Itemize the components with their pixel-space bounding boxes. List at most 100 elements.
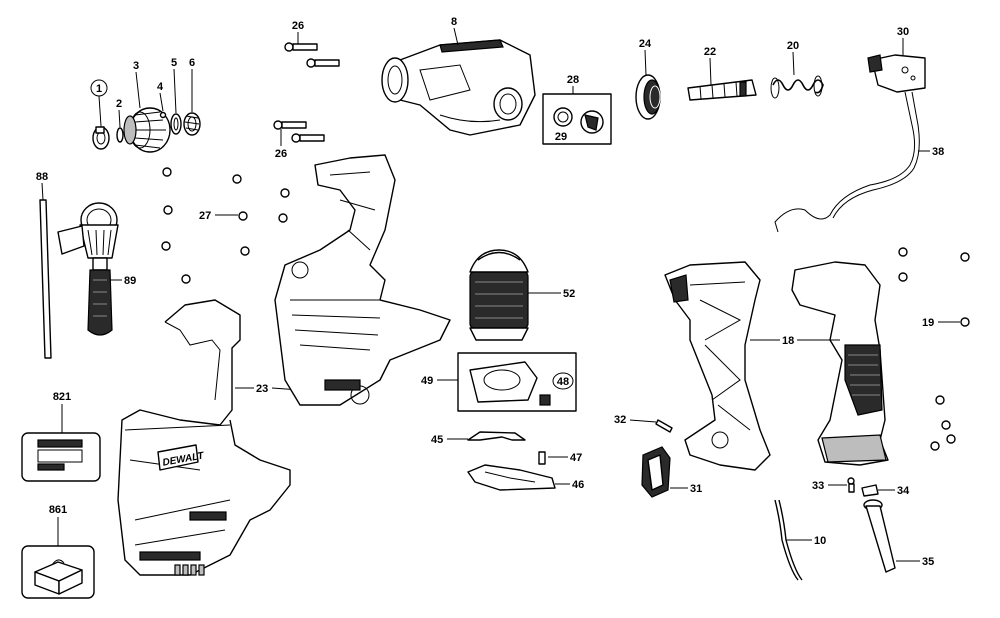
part-26-screws-top[interactable] bbox=[284, 42, 340, 68]
callout-35-label: 35 bbox=[922, 556, 934, 568]
callout-20: 20 bbox=[787, 40, 799, 76]
callout-2: 2 bbox=[116, 98, 122, 128]
part-45-clip[interactable] bbox=[467, 431, 526, 441]
part-32-pin[interactable] bbox=[655, 419, 673, 433]
part-22-shaft[interactable] bbox=[687, 79, 757, 101]
part-31-trigger[interactable] bbox=[641, 446, 671, 498]
callout-47-label: 47 bbox=[570, 452, 582, 464]
callout-861: 861 bbox=[49, 504, 67, 546]
callout-30-label: 30 bbox=[897, 26, 909, 38]
callout-88: 88 bbox=[36, 171, 48, 201]
part-52-stator[interactable] bbox=[469, 249, 529, 341]
callout-29-label: 29 bbox=[555, 131, 567, 143]
part-2-washer[interactable] bbox=[116, 127, 124, 143]
callout-1-label: 1 bbox=[96, 83, 102, 95]
part-4-ball[interactable] bbox=[159, 111, 167, 119]
callout-27: 27 bbox=[199, 210, 238, 222]
callout-24: 24 bbox=[639, 38, 652, 76]
part-18-handle-half-outer[interactable] bbox=[791, 261, 889, 466]
part-89-side-handle[interactable] bbox=[57, 202, 119, 336]
part-88-depth-rod[interactable] bbox=[39, 199, 52, 359]
callout-861-label: 861 bbox=[49, 504, 67, 516]
callout-8-label: 8 bbox=[451, 16, 457, 28]
callout-38-label: 38 bbox=[932, 146, 944, 158]
part-20-spring[interactable] bbox=[770, 75, 824, 99]
callout-28-label: 28 bbox=[567, 74, 579, 86]
callout-23-label: 23 bbox=[256, 383, 268, 395]
callout-52: 52 bbox=[528, 288, 575, 300]
callout-26-bottom: 26 bbox=[275, 129, 287, 160]
callout-89-label: 89 bbox=[124, 275, 136, 287]
callout-47: 47 bbox=[548, 452, 582, 464]
callout-24-label: 24 bbox=[639, 38, 652, 50]
callout-49-label: 49 bbox=[421, 375, 433, 387]
part-33-screw[interactable] bbox=[847, 477, 855, 493]
callout-48-label: 48 bbox=[557, 376, 569, 388]
part-1-end-cap[interactable] bbox=[92, 126, 110, 150]
part-24-seal[interactable] bbox=[635, 74, 661, 120]
callout-46-label: 46 bbox=[572, 479, 584, 491]
callout-33-label: 33 bbox=[812, 480, 824, 492]
callout-22-label: 22 bbox=[704, 46, 716, 58]
callout-4-label: 4 bbox=[157, 81, 164, 93]
callout-26-top: 26 bbox=[292, 20, 304, 44]
callout-45-label: 45 bbox=[431, 434, 443, 446]
part-5-ring[interactable] bbox=[170, 113, 182, 135]
part-19-screws[interactable] bbox=[898, 247, 970, 451]
part-30-switch[interactable] bbox=[867, 54, 926, 93]
part-26-screws-bottom[interactable] bbox=[273, 120, 325, 143]
callout-8: 8 bbox=[451, 16, 459, 46]
part-23-inner-frame[interactable] bbox=[274, 154, 451, 406]
callout-821: 821 bbox=[53, 391, 71, 433]
callout-28: 28 bbox=[567, 74, 579, 94]
callout-10-label: 10 bbox=[814, 535, 826, 547]
callout-31-label: 31 bbox=[690, 483, 702, 495]
part-23-motor-housing-left[interactable]: DEWALT bbox=[117, 299, 291, 576]
part-821-label[interactable] bbox=[21, 432, 101, 482]
callout-88-label: 88 bbox=[36, 171, 48, 183]
callout-5: 5 bbox=[171, 57, 177, 114]
callout-4: 4 bbox=[157, 81, 164, 112]
callout-89: 89 bbox=[110, 275, 136, 287]
part-34-clamp[interactable] bbox=[861, 484, 879, 497]
part-49-brush-holder[interactable] bbox=[457, 352, 577, 412]
callout-5-label: 5 bbox=[171, 57, 177, 69]
callout-35: 35 bbox=[896, 556, 934, 568]
callout-18: 18 bbox=[750, 335, 840, 347]
part-27-screws[interactable] bbox=[161, 167, 290, 284]
callout-19: 19 bbox=[922, 317, 960, 329]
callout-52-label: 52 bbox=[563, 288, 575, 300]
part-46-cover[interactable] bbox=[467, 464, 556, 491]
callout-48: 48 bbox=[552, 372, 574, 390]
part-35-cable-protector[interactable] bbox=[863, 499, 896, 573]
part-18-handle-half-inner[interactable] bbox=[664, 261, 771, 471]
callout-20-label: 20 bbox=[787, 40, 799, 52]
callout-3-label: 3 bbox=[133, 60, 139, 72]
callout-33: 33 bbox=[812, 480, 847, 492]
callout-29: 29 bbox=[555, 131, 567, 143]
callout-32-label: 32 bbox=[614, 414, 626, 426]
callout-6-label: 6 bbox=[189, 57, 195, 69]
callout-26-bottom-label: 26 bbox=[275, 148, 287, 160]
callout-32: 32 bbox=[614, 414, 657, 426]
part-47-screw[interactable] bbox=[538, 451, 546, 465]
callout-26-top-label: 26 bbox=[292, 20, 304, 32]
callout-3: 3 bbox=[133, 60, 141, 109]
part-6-spring[interactable] bbox=[183, 112, 201, 136]
callout-34: 34 bbox=[878, 485, 910, 497]
callout-6: 6 bbox=[189, 57, 195, 112]
callout-23: 23 bbox=[235, 383, 301, 395]
part-38-wire[interactable] bbox=[774, 91, 920, 233]
callout-34-label: 34 bbox=[897, 485, 910, 497]
callout-18-label: 18 bbox=[782, 335, 794, 347]
part-861-carry-case[interactable] bbox=[21, 545, 95, 599]
part-3-chuck-body[interactable] bbox=[123, 107, 171, 153]
part-8-gear-housing[interactable] bbox=[381, 39, 536, 136]
callout-38: 38 bbox=[918, 146, 944, 158]
callout-10: 10 bbox=[786, 535, 826, 547]
callout-46: 46 bbox=[555, 479, 584, 491]
callout-1: 1 bbox=[90, 79, 108, 127]
callout-49: 49 bbox=[421, 375, 458, 387]
part-28-29-selector-knob[interactable] bbox=[542, 93, 612, 145]
